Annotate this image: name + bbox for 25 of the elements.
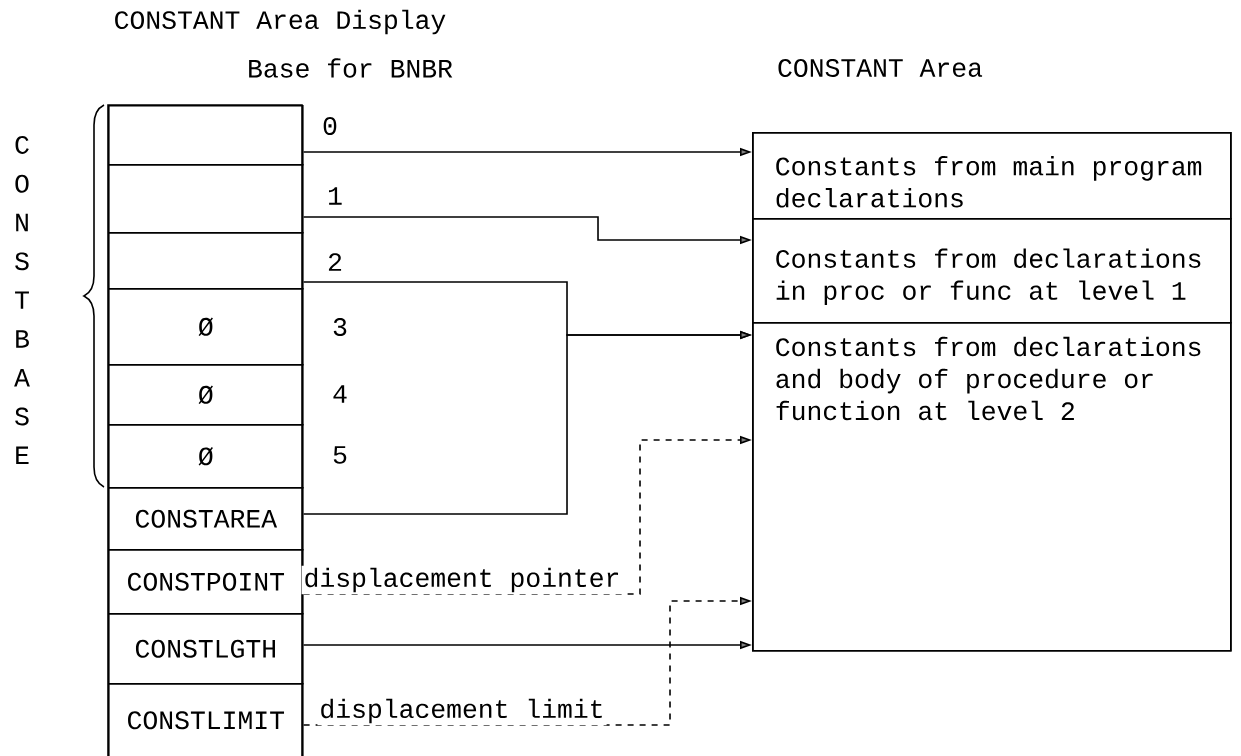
memory-cell: CONSTLIMIT (108, 683, 304, 756)
memory-cell: CONSTAREA (108, 487, 304, 551)
edge-label: displacement pointer (301, 565, 623, 595)
heading: CONSTANT Area Display (115, 9, 446, 35)
memory-section: Constants from main program declarations (752, 132, 1232, 220)
edge-label: 2 (325, 251, 345, 273)
row-number: 4 (333, 385, 347, 403)
memory-section: Constants from declarations in proc or func at level 1 (752, 218, 1232, 324)
vertical-label: CONSTBASE (14, 136, 30, 465)
memory-cell: Ø (108, 364, 304, 426)
memory-section: Constants from declarations and body of procedure or function at level 2 (752, 322, 1232, 652)
memory-cell: Ø (108, 424, 304, 489)
heading: Base for BNBR (249, 58, 453, 78)
row-number: 5 (333, 446, 347, 464)
empty-cell (108, 105, 304, 166)
empty-cell (108, 232, 304, 290)
empty-cell (108, 164, 304, 234)
memory-cell: CONSTLGTH (108, 613, 304, 685)
memory-cell: Ø (108, 288, 304, 366)
edge-label: 0 (320, 115, 340, 137)
heading: CONSTANT Area (778, 59, 983, 77)
edge-label: 1 (325, 185, 345, 207)
row-number: 3 (333, 318, 347, 336)
memory-cell: CONSTPOINT (108, 549, 304, 615)
edge-label: displacement limit (317, 696, 607, 726)
